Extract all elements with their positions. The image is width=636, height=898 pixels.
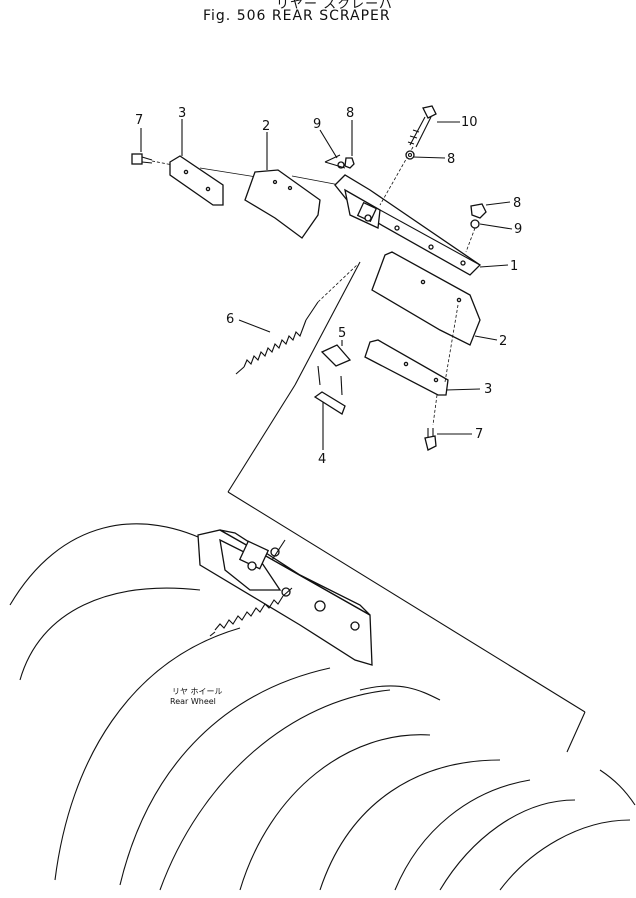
- callout-9-right: 9: [514, 222, 522, 237]
- part-2-blade-left: [244, 169, 321, 239]
- callout-3-left: 3: [178, 106, 186, 121]
- callout-7-left: 7: [135, 113, 143, 128]
- assembled-scraper: [197, 529, 373, 666]
- callout-8-middle: 8: [346, 106, 354, 121]
- callout-2-left: 2: [262, 119, 270, 134]
- wheel-label-english: Rear Wheel: [170, 697, 216, 706]
- part-1-bracket: [334, 174, 482, 276]
- callout-8-right: 8: [513, 196, 521, 211]
- part-3-plate-right: [364, 339, 449, 396]
- callout-10: 10: [461, 115, 478, 130]
- wheel-label: リヤ ホイール Rear Wheel: [170, 687, 223, 706]
- part-3-plate-left: [169, 155, 224, 206]
- part-8-9-right: [465, 203, 487, 253]
- part-6-spring: [235, 264, 358, 375]
- callout-2-right: 2: [499, 334, 507, 349]
- figure-title-japanese: リヤー スクレーパ: [276, 0, 394, 12]
- part-2-blade-right: [371, 251, 481, 346]
- callout-1: 1: [510, 259, 518, 274]
- figure-title: Fig. 506 REAR SCRAPER: [203, 8, 391, 24]
- part-8-9-middle: [324, 154, 355, 169]
- callout-labels: 7 3 2 9 8 10 8 8 9 1 6 5 2 3 4 7: [135, 106, 522, 467]
- part-5-shim: [317, 344, 352, 396]
- callout-8-upper-right: 8: [447, 152, 455, 167]
- detail-outline: [227, 261, 586, 753]
- callout-5: 5: [338, 326, 346, 341]
- callout-3-right: 3: [484, 382, 492, 397]
- rear-wheel-drawing: [9, 523, 636, 891]
- callout-7-bottom: 7: [475, 427, 483, 442]
- callout-6: 6: [226, 312, 234, 327]
- callout-9-middle: 9: [313, 117, 321, 132]
- callout-leaders: [140, 119, 513, 450]
- callout-4: 4: [318, 452, 326, 467]
- part-8-nut-upper: [405, 150, 415, 160]
- wheel-label-japanese: リヤ ホイール: [172, 687, 223, 696]
- part-4-pin: [313, 391, 346, 415]
- part-7-bolt-bottom: [424, 428, 437, 451]
